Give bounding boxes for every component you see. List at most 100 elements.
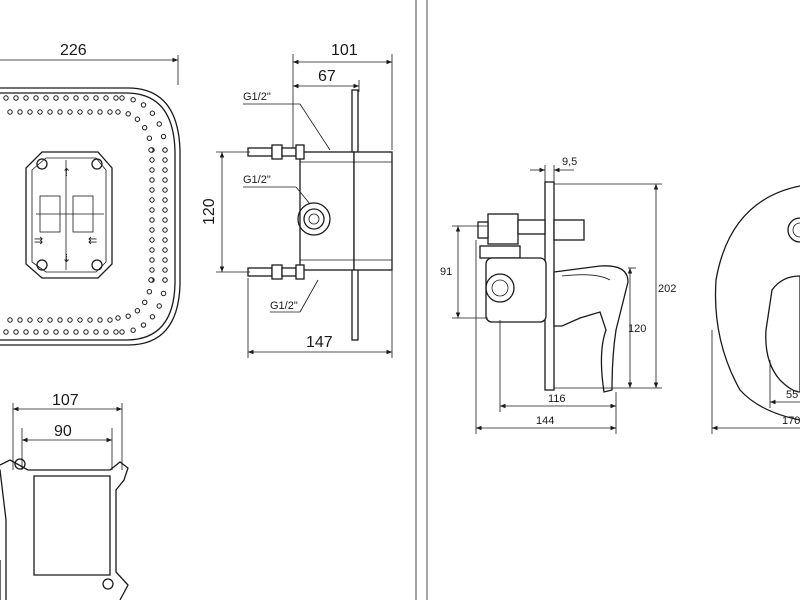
plate-dot [149, 237, 155, 243]
mixer-lever-length-label: 116 [548, 393, 566, 405]
plate-dot [130, 97, 136, 103]
top-view: 226 ⇉ ⇇ ⇡ ⇣ [0, 42, 181, 346]
plate-dot [162, 167, 168, 173]
plate-dot [93, 329, 99, 335]
plate-dot [57, 317, 63, 323]
plate-dot [43, 329, 49, 335]
plate-dot [146, 289, 153, 295]
plate-dot [27, 109, 33, 115]
plate-dot [149, 110, 156, 116]
plate-dot [162, 197, 168, 203]
plate-dot [149, 314, 156, 320]
side-inner-depth-label: 67 [318, 68, 336, 85]
mixer-total-length-label: 144 [536, 415, 554, 427]
plate-dot [162, 147, 168, 153]
plate-dot [107, 317, 113, 323]
plate-dot [3, 329, 9, 335]
plate-dot [115, 109, 121, 115]
plate-dot [13, 329, 19, 335]
plate-dot [162, 257, 168, 263]
plate-dot [47, 317, 53, 323]
plate-dot [83, 329, 89, 335]
front-small-label: 55 [786, 389, 798, 401]
plate-dot [37, 109, 43, 115]
plate-dot [149, 157, 155, 163]
mixer-total-height-label: 202 [658, 283, 676, 295]
side-depth-label: 101 [331, 42, 358, 59]
svg-text:⇇: ⇇ [88, 235, 97, 247]
plate-dot [162, 177, 168, 183]
plate-dot [162, 247, 168, 253]
plate-dot [113, 329, 119, 335]
plate-dot [77, 317, 83, 323]
thread-middle-label: G1/2" [243, 174, 271, 186]
plate-dot [87, 317, 93, 323]
plate-dot [7, 109, 13, 115]
plate-dot [33, 329, 39, 335]
pipe-top [247, 144, 305, 160]
plate-dot [149, 187, 155, 193]
mixer-lever-height-label: 120 [628, 323, 646, 335]
plate-dot [149, 177, 155, 183]
top-width-label: 226 [60, 42, 87, 59]
side-view: 101 67 G1/2" G1/2" [201, 42, 393, 358]
plate-dot [27, 317, 33, 323]
side-total-label: 147 [306, 334, 333, 351]
plate-dot [93, 95, 99, 101]
mixer-side-view: 9,5 91 202 120 116 [440, 156, 676, 434]
plate-dot [3, 95, 9, 101]
plate-dot [146, 135, 153, 141]
plate-dot [140, 322, 147, 328]
bracket-view: 107 90 [0, 392, 129, 600]
plate-dot [37, 317, 43, 323]
plate-dot [149, 247, 155, 253]
plate-dot [97, 317, 103, 323]
plate-dot [134, 116, 141, 122]
plate-dot [53, 95, 59, 101]
svg-text:⇡: ⇡ [62, 167, 71, 179]
plate-dot [162, 227, 168, 233]
plate-dot [73, 329, 79, 335]
plate-dot [63, 329, 69, 335]
mixer-front-view: 55 170 [711, 185, 800, 434]
plate-dot [17, 109, 23, 115]
plate-dot [17, 317, 23, 323]
plate-dot [141, 124, 148, 131]
plate-dot [141, 299, 148, 306]
svg-text:⇉: ⇉ [34, 235, 43, 247]
plate-dot [149, 167, 155, 173]
plate-dot [148, 147, 154, 153]
plate-dot [149, 267, 155, 273]
plate-dot [119, 329, 125, 335]
plate-dot [53, 329, 59, 335]
plate-dot [125, 111, 131, 117]
pipe-bottom [247, 264, 305, 280]
plate-dot [149, 217, 155, 223]
plate-dot [162, 277, 168, 283]
mixer-body-height-label: 91 [440, 266, 452, 278]
plate-dot [47, 109, 53, 115]
plate-dot [23, 95, 29, 101]
plate-dot [7, 317, 13, 323]
plate-dot [148, 277, 154, 283]
plate-dot [103, 329, 109, 335]
thread-bottom-label: G1/2" [270, 300, 298, 312]
plate-dot [162, 187, 168, 193]
plate-dot [162, 157, 168, 163]
svg-text:⇣: ⇣ [62, 253, 71, 265]
plate-dot [162, 217, 168, 223]
plate-dot [156, 121, 162, 127]
side-height-label: 120 [201, 198, 218, 225]
plate-dot [125, 313, 131, 319]
plate-dot [23, 329, 29, 335]
plate-dot [119, 95, 125, 101]
plate-dot [162, 237, 168, 243]
plate-dot [73, 95, 79, 101]
plate-dot [160, 290, 167, 297]
plate-dot [43, 95, 49, 101]
plate-dot [107, 109, 113, 115]
bracket-outer-label: 107 [52, 392, 79, 409]
plate-dot [63, 95, 69, 101]
bracket-inner-label: 90 [54, 423, 72, 440]
